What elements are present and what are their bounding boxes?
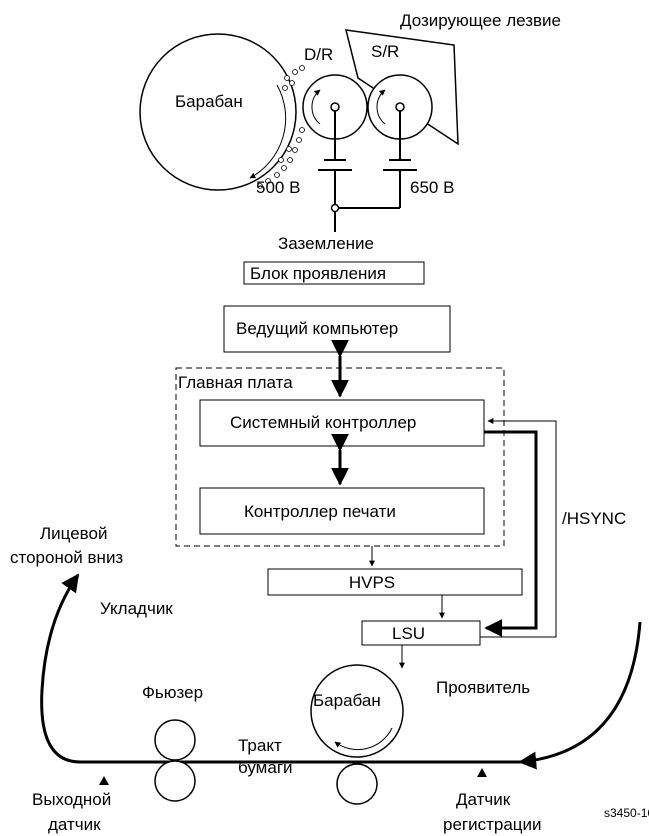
voltage-sr: 650 В <box>410 178 454 197</box>
hvps-label: HVPS <box>349 573 395 592</box>
unit-label: Блок проявления <box>250 264 386 283</box>
face-down-label-2: стороной вниз <box>10 548 123 567</box>
reg-sensor-label-1: Датчик <box>456 790 511 809</box>
host-label: Ведущий компьютер <box>236 319 398 338</box>
system-controller-label: Системный контроллер <box>230 413 416 432</box>
paper-path-line <box>40 573 520 764</box>
paper-drum-label: Барабан <box>313 691 381 710</box>
ground-label: Заземление <box>278 234 374 253</box>
fuser-roller-top <box>154 719 196 761</box>
developer-label: Проявитель <box>436 678 530 697</box>
drum-rotation-arrow-2 <box>334 727 393 751</box>
main-board-label: Главная плата <box>178 373 293 392</box>
paper-path: Лицевой стороной вниз Укладчик Фьюзер Пр… <box>10 524 649 834</box>
drum-label: Барабан <box>175 92 243 111</box>
exit-sensor-marker <box>99 776 109 785</box>
paper-entry-curve <box>518 621 642 770</box>
sr-label: S/R <box>371 42 399 61</box>
face-down-label-1: Лицевой <box>40 524 107 543</box>
reg-sensor-label-2: регистрации <box>443 815 542 834</box>
fuser-roller-bottom <box>154 760 196 802</box>
exit-sensor-label-1: Выходной <box>32 790 111 809</box>
lsu-label: LSU <box>392 624 425 643</box>
figure-id: s3450-16 <box>604 806 649 820</box>
system-diagram: Ведущий компьютер Главная плата Системны… <box>175 305 626 669</box>
dr-rotation-arrow <box>311 89 321 125</box>
drum-rotation-arrow <box>249 84 287 179</box>
paper-path-label-1: Тракт <box>238 736 282 755</box>
video-data-line <box>484 430 538 637</box>
blade-label: Дозирующее лезвие <box>400 11 561 30</box>
hsync-label: /HSYNC <box>562 509 626 528</box>
transfer-roller <box>336 763 378 805</box>
paper-drum <box>310 664 404 758</box>
dr-label: D/R <box>304 45 333 64</box>
voltage-dr: 500 В <box>256 178 300 197</box>
unit-label-box <box>243 261 425 285</box>
bias-circuit <box>318 111 417 232</box>
toner-particles <box>257 65 305 189</box>
print-controller-label: Контроллер печати <box>244 502 396 521</box>
developer-unit: Барабан Дозирующее лезвие D/R S/R <box>139 11 561 285</box>
hvps-box <box>267 568 523 596</box>
paper-path-label-2: бумаги <box>238 758 293 777</box>
exit-sensor-label-2: датчик <box>48 815 101 834</box>
main-board-frame <box>175 367 505 547</box>
hsync-line <box>480 418 557 638</box>
stacker-label: Укладчик <box>100 599 173 618</box>
print-controller-box <box>199 487 485 535</box>
lsu-box <box>361 620 481 646</box>
sr-rotation-arrow <box>376 89 386 125</box>
fuser-label: Фьюзер <box>142 683 203 702</box>
drum-circle <box>139 33 297 191</box>
reg-sensor-marker <box>477 768 487 777</box>
